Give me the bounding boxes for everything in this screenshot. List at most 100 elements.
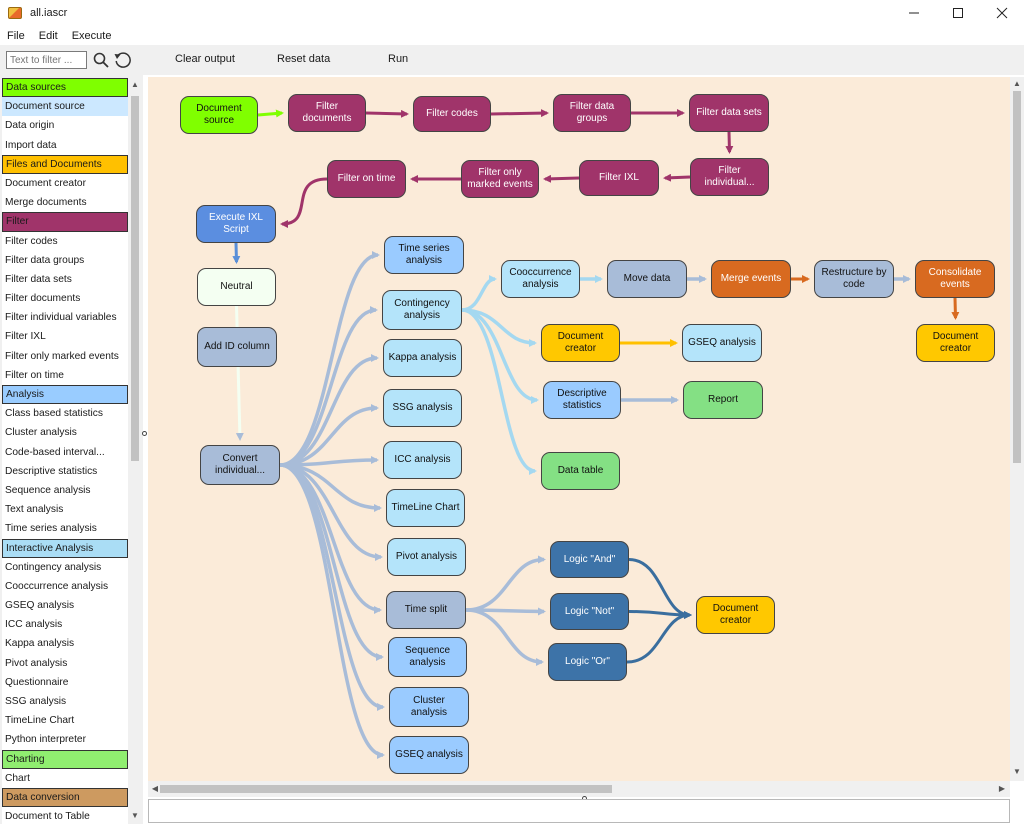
tree-item-class-based-statistics[interactable]: Class based statistics — [5, 408, 103, 420]
node-timeseries[interactable]: Time series analysis — [384, 236, 464, 274]
close-button[interactable] — [980, 0, 1024, 26]
node-filttime[interactable]: Filter on time — [327, 160, 406, 198]
node-contingency[interactable]: Contingency analysis — [382, 290, 462, 330]
vertical-splitter-handle[interactable] — [142, 431, 147, 436]
node-filtmarked[interactable]: Filter only marked events — [461, 160, 539, 198]
filter-input[interactable] — [6, 51, 87, 69]
canvas-scroll-down-icon[interactable]: ▼ — [1013, 767, 1021, 776]
node-pivot[interactable]: Pivot analysis — [387, 538, 466, 576]
canvas-scroll-left-icon[interactable]: ◀ — [151, 784, 159, 793]
tree-category-filter[interactable]: Filter — [2, 212, 128, 232]
node-gseq1[interactable]: GSEQ analysis — [682, 324, 762, 362]
tree-item-contingency-analysis[interactable]: Contingency analysis — [5, 561, 102, 573]
tree-item-chart[interactable]: Chart — [5, 772, 30, 784]
clear-output-button[interactable]: Clear output — [175, 53, 235, 65]
tree-item-gseq-analysis[interactable]: GSEQ analysis — [5, 600, 75, 612]
node-neutral[interactable]: Neutral — [197, 268, 276, 306]
node-movedata[interactable]: Move data — [607, 260, 687, 298]
tree-item-sequence-analysis[interactable]: Sequence analysis — [5, 484, 91, 496]
tree-item-questionnaire[interactable]: Questionnaire — [5, 676, 69, 688]
node-consolidate[interactable]: Consolidate events — [915, 260, 995, 298]
node-convert[interactable]: Convert individual... — [200, 445, 280, 485]
tree-item-data-origin[interactable]: Data origin — [5, 120, 55, 132]
tree-category-files-and-documents[interactable]: Files and Documents — [2, 154, 128, 174]
tree-item-cluster-analysis[interactable]: Cluster analysis — [5, 427, 77, 439]
minimize-button[interactable] — [892, 0, 936, 26]
node-filtcodes[interactable]: Filter codes — [413, 96, 491, 132]
palette-scrollbar[interactable]: ▲ ▼ — [128, 78, 142, 824]
tree-category-analysis[interactable]: Analysis — [2, 385, 128, 405]
tree-item-pivot-analysis[interactable]: Pivot analysis — [5, 657, 68, 669]
node-report[interactable]: Report — [683, 381, 763, 419]
tree-item-document-creator[interactable]: Document creator — [5, 177, 86, 189]
node-execixl[interactable]: Execute IXL Script — [196, 205, 276, 243]
tree-item-filter-data-groups[interactable]: Filter data groups — [5, 254, 85, 266]
tree-item-descriptive-statistics[interactable]: Descriptive statistics — [5, 465, 98, 477]
node-sequence[interactable]: Sequence analysis — [388, 637, 467, 677]
node-doccreator3[interactable]: Document creator — [916, 324, 995, 362]
tree-item-filter-data-sets[interactable]: Filter data sets — [5, 273, 72, 285]
node-cluster[interactable]: Cluster analysis — [389, 687, 469, 727]
tree-category-data-sources[interactable]: Data sources — [2, 78, 128, 98]
workflow-canvas[interactable]: Document source Filter documents Filter co… — [148, 77, 1010, 781]
tree-item-document-to-table[interactable]: Document to Table — [5, 811, 90, 823]
tree-item-cooccurrence-analysis[interactable]: Cooccurrence analysis — [5, 580, 109, 592]
node-gseq2[interactable]: GSEQ analysis — [389, 736, 469, 774]
canvas-scroll-up-icon[interactable]: ▲ — [1013, 79, 1021, 88]
scroll-down-icon[interactable]: ▼ — [131, 811, 139, 820]
tree-item-document-source[interactable]: Document source — [2, 97, 128, 117]
tree-item-filter-individual-variables[interactable]: Filter individual variables — [5, 312, 117, 324]
menu-edit[interactable]: Edit — [38, 30, 58, 42]
node-kappa[interactable]: Kappa analysis — [383, 339, 462, 377]
node-filtdocs[interactable]: Filter documents — [288, 94, 366, 132]
node-restructure[interactable]: Restructure by code — [814, 260, 894, 298]
node-ssg[interactable]: SSG analysis — [383, 389, 462, 427]
node-descstats[interactable]: Descriptive statistics — [543, 381, 621, 419]
tree-item-filter-on-time[interactable]: Filter on time — [5, 369, 64, 381]
scroll-up-icon[interactable]: ▲ — [131, 80, 139, 89]
tree-item-filter-ixl[interactable]: Filter IXL — [5, 331, 46, 343]
canvas-vertical-scrollbar[interactable]: ▲ ▼ — [1010, 77, 1024, 781]
tree-item-filter-only-marked-events[interactable]: Filter only marked events — [5, 350, 119, 362]
tree-item-kappa-analysis[interactable]: Kappa analysis — [5, 638, 75, 650]
node-addid[interactable]: Add ID column — [197, 327, 277, 367]
tree-item-merge-documents[interactable]: Merge documents — [5, 197, 87, 209]
node-filtgroups[interactable]: Filter data groups — [553, 94, 631, 132]
node-docsrc[interactable]: Document source — [180, 96, 258, 134]
node-cooccur[interactable]: Cooccurrence analysis — [501, 260, 580, 298]
tree-category-data-conversion[interactable]: Data conversion — [2, 787, 128, 808]
tree-item-timeline-chart[interactable]: TimeLine Chart — [5, 715, 75, 727]
tree-item-python-interpreter[interactable]: Python interpreter — [5, 734, 86, 746]
menu-file[interactable]: File — [7, 30, 25, 42]
node-logicor[interactable]: Logic "Or" — [548, 643, 627, 681]
palette-scroll-thumb[interactable] — [131, 96, 139, 461]
canvas-horizontal-scrollbar[interactable]: ◀ ▶ — [148, 781, 1010, 797]
canvas-hscroll-thumb[interactable] — [160, 785, 612, 793]
node-timesplit[interactable]: Time split — [386, 591, 466, 629]
tree-item-filter-documents[interactable]: Filter documents — [5, 293, 81, 305]
node-filtixl[interactable]: Filter IXL — [579, 160, 659, 196]
tree-category-charting[interactable]: Charting — [2, 749, 128, 769]
canvas-vscroll-thumb[interactable] — [1013, 91, 1021, 463]
node-icc[interactable]: ICC analysis — [383, 441, 462, 479]
menu-execute[interactable]: Execute — [71, 30, 112, 42]
node-logicnot[interactable]: Logic "Not" — [550, 593, 629, 630]
node-doccreator2[interactable]: Document creator — [696, 596, 775, 634]
tree-category-interactive-analysis[interactable]: Interactive Analysis — [2, 538, 128, 558]
tree-item-time-series-analysis[interactable]: Time series analysis — [5, 523, 97, 535]
reset-filter-icon[interactable] — [113, 50, 133, 70]
maximize-button[interactable] — [936, 0, 980, 26]
tree-item-code-based-interval[interactable]: Code-based interval... — [5, 446, 105, 458]
node-filtsets[interactable]: Filter data sets — [689, 94, 769, 132]
node-datatable[interactable]: Data table — [541, 452, 620, 490]
node-merge[interactable]: Merge events — [711, 260, 791, 298]
node-doccreator1[interactable]: Document creator — [541, 324, 620, 362]
node-logicand[interactable]: Logic "And" — [550, 541, 629, 578]
search-icon[interactable] — [93, 52, 109, 68]
tree-item-import-data[interactable]: Import data — [5, 139, 57, 151]
tree-item-text-analysis[interactable]: Text analysis — [5, 504, 64, 516]
output-panel[interactable] — [148, 799, 1010, 823]
tree-item-filter-codes[interactable]: Filter codes — [5, 235, 58, 247]
canvas-scroll-right-icon[interactable]: ▶ — [998, 784, 1006, 793]
tree-item-icc-analysis[interactable]: ICC analysis — [5, 619, 63, 631]
